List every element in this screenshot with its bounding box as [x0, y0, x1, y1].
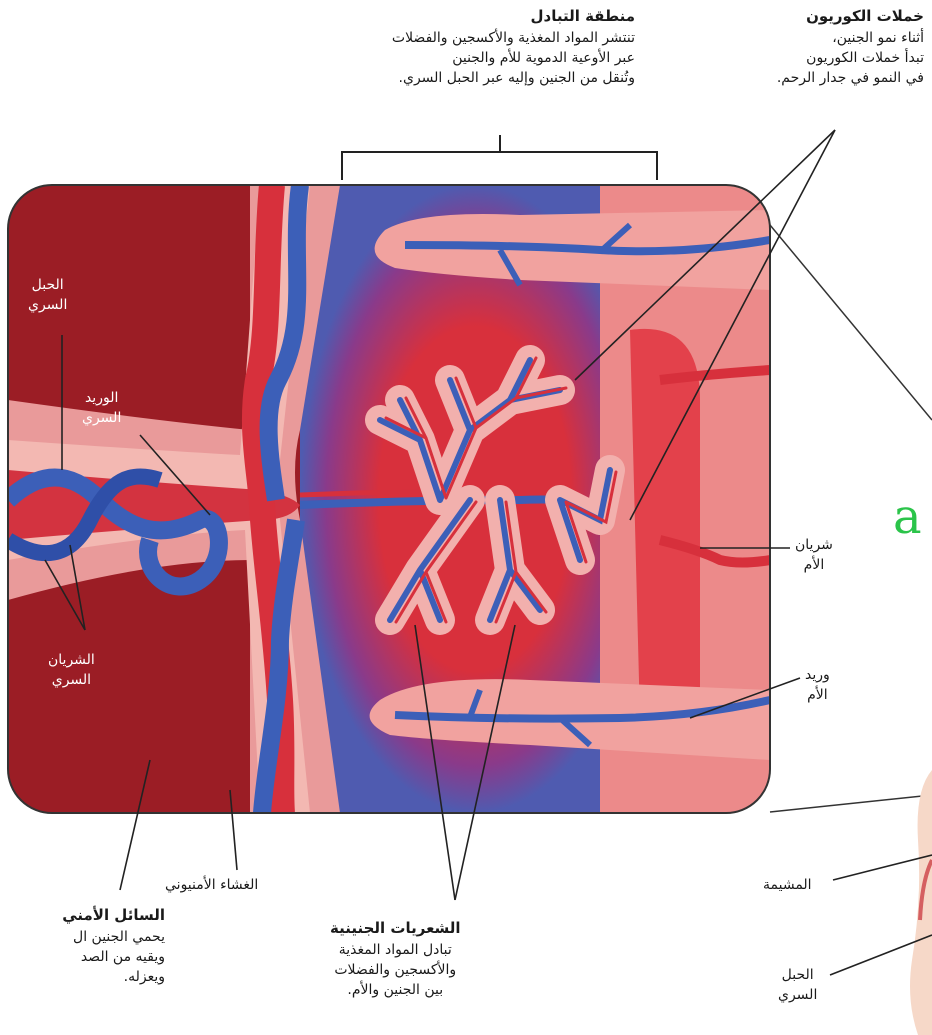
label-chorionic-villi: خملات الكوريون أثناء نمو الجنين، تبدأ خم… [777, 6, 924, 89]
label-maternal-vein: وريد الأم [805, 665, 830, 706]
marker-a: a [893, 493, 922, 541]
label-fetal-capillaries: الشعريات الجنينية تبادل المواد المغذية و… [330, 918, 461, 1001]
label-umbilical-artery: الشريان السري [48, 650, 95, 691]
label-maternal-artery: شريان الأم [795, 535, 833, 576]
label-exchange-zone: منطقة التبادل تنتشر المواد المغذية والأك… [392, 6, 635, 89]
diagram-body [8, 185, 770, 813]
label-umbilical-cord: الحبل السري [28, 275, 67, 316]
label-umbilical-cord-bottom: الحبل السري [778, 965, 817, 1006]
label-amniotic-fluid: السائل الأمني يحمي الجنين ال ويقيه من ال… [0, 905, 165, 988]
placenta-photo-edge [910, 770, 932, 1035]
label-umbilical-vein: الوريد السري [82, 388, 121, 429]
label-placenta: المشيمة [763, 875, 812, 895]
label-amnion: الغشاء الأمنيوني [165, 875, 258, 895]
exchange-zone-bracket [342, 135, 657, 180]
